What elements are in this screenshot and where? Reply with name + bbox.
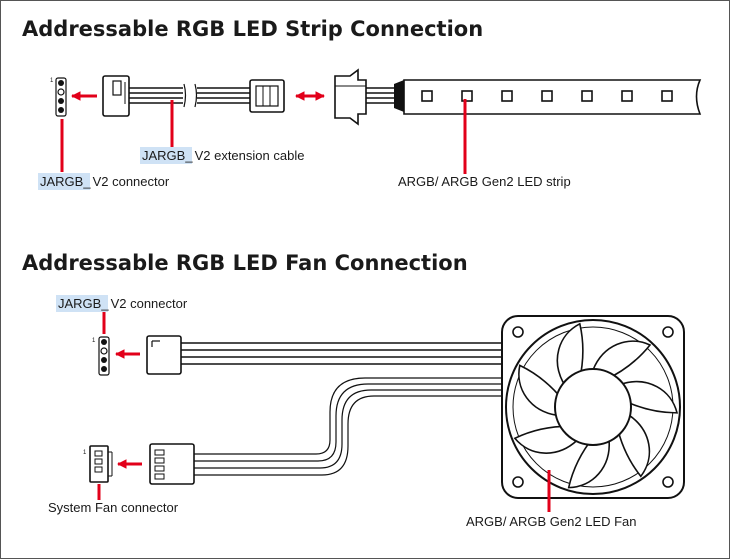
strip-connector-label: JARGB_V2 connector (40, 174, 170, 189)
system-fan-header: 1 (83, 445, 113, 483)
strip-jargb-header: 1 (50, 77, 67, 117)
fan-jargb-header: 1 (92, 336, 110, 376)
fan-section-title: Addressable RGB LED Fan Connection (22, 251, 468, 275)
argb-led-fan (501, 315, 685, 499)
strip-section-title: Addressable RGB LED Strip Connection (22, 17, 483, 41)
system-fan-pin-one-mark: 1 (83, 450, 87, 456)
strip-pin-one-mark: 1 (50, 78, 54, 84)
extension-cable-highlight (140, 147, 192, 164)
led-fan-label: ARGB/ ARGB Gen2 LED Fan (466, 514, 637, 529)
extension-cable-label: JARGB_V2 extension cable (142, 148, 304, 163)
strip-connector-highlight (38, 173, 90, 190)
fan-pin-one-mark: 1 (92, 338, 96, 344)
fan-connector-highlight (56, 295, 108, 312)
led-strip-label: ARGB/ ARGB Gen2 LED strip (398, 174, 571, 189)
fan-power-cable (149, 377, 508, 485)
fan-argb-connector-label: JARGB_V2 connector (58, 296, 188, 311)
system-fan-connector-label: System Fan connector (48, 500, 179, 515)
led-strip (334, 68, 702, 126)
fan-argb-cable (146, 335, 505, 375)
extension-cable (102, 75, 285, 117)
